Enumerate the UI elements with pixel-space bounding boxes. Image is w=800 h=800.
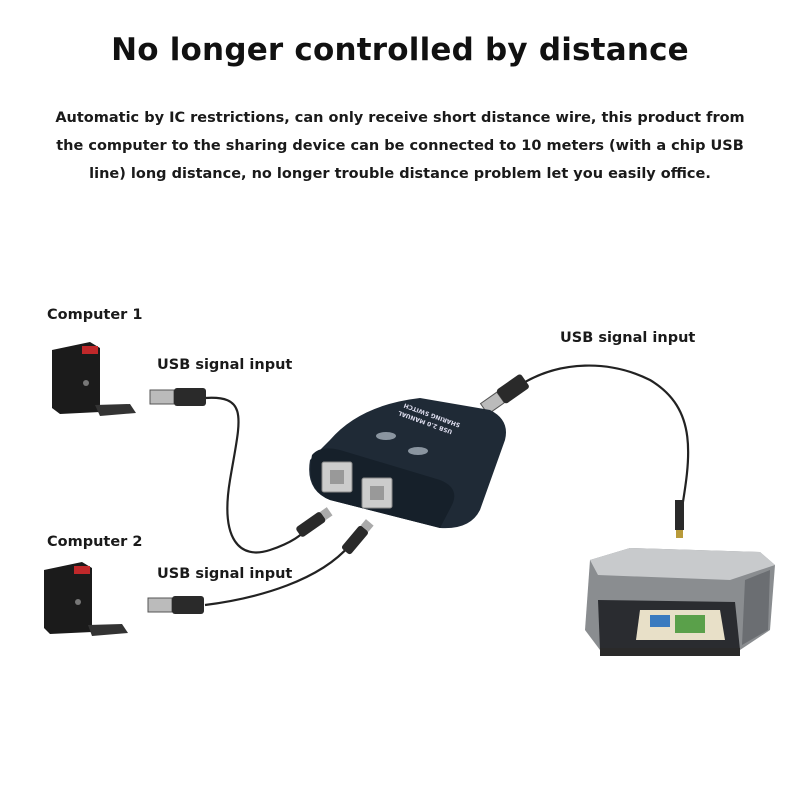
computer-2-icon: [44, 562, 128, 636]
computer-2-label: Computer 2: [47, 534, 143, 550]
description-text: Automatic by IC restrictions, can only r…: [55, 110, 745, 182]
usb-input-1-label: USB signal input: [157, 357, 293, 373]
usb-a-plug-2: [147, 596, 204, 614]
usb-sharing-switch: USB 2.0 MANUAL SHARING SWITCH: [309, 398, 506, 529]
usb-b-plug-printer: [675, 500, 684, 538]
switch-button-1: [408, 447, 428, 455]
usb-b-plug-1: [296, 507, 333, 537]
usb-a-plug-printer: [479, 374, 529, 415]
computer-1-icon: [52, 342, 136, 416]
cable-computer-1: [204, 396, 319, 554]
computer-1-label: Computer 1: [47, 307, 143, 323]
cable-printer: [519, 364, 690, 521]
cables: [204, 364, 690, 607]
usb-output-label: USB signal input: [560, 330, 696, 346]
usb-input-2-label: USB signal input: [157, 566, 293, 582]
usb-a-plug-1: [149, 388, 206, 406]
switch-button-2: [376, 432, 396, 440]
printer-icon: [585, 548, 775, 656]
page-title: No longer controlled by distance: [111, 32, 689, 68]
usb-b-plug-2: [341, 519, 374, 555]
cable-computer-2: [204, 544, 351, 607]
